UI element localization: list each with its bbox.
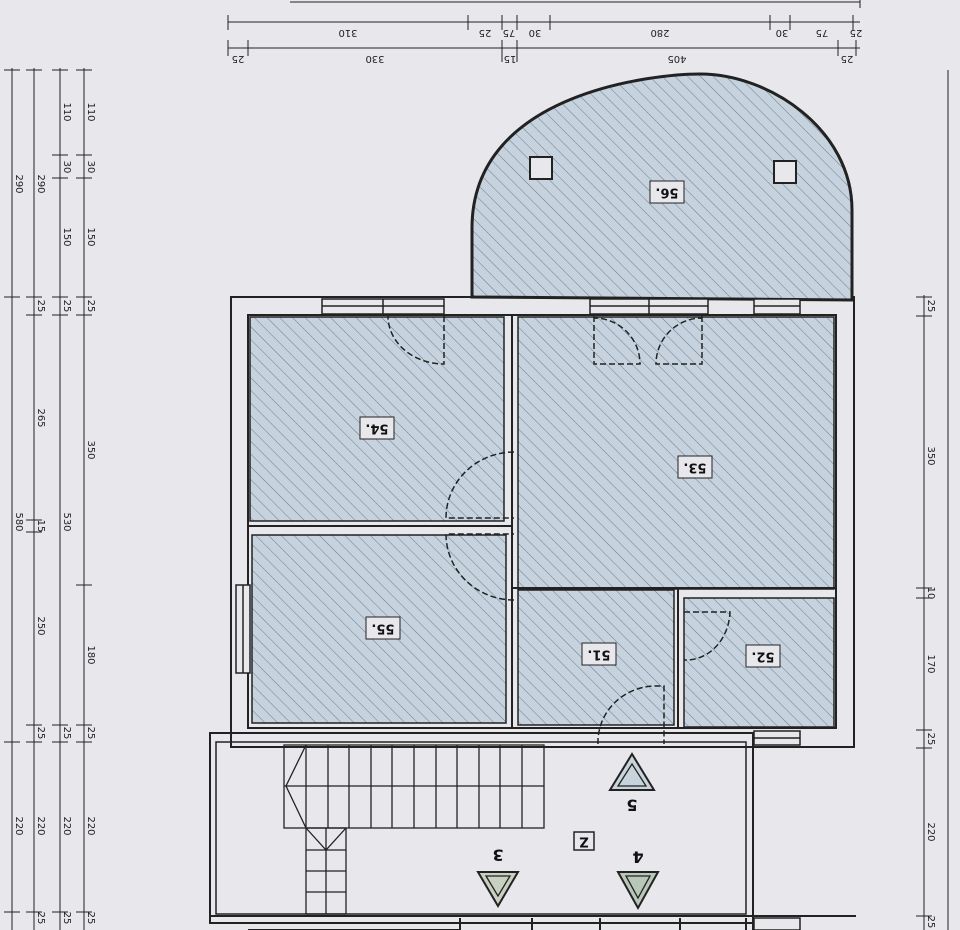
column-right (773, 160, 797, 184)
dim-left3-220: 220 (35, 816, 46, 835)
dim-top-310: 310 (338, 27, 357, 38)
dim-top-280: 280 (650, 27, 669, 38)
dim-top2-330: 330 (365, 53, 384, 64)
dim-left4-580: 580 (13, 512, 24, 531)
label-room-56: 56. (655, 185, 678, 200)
dim-left2-530: 530 (61, 512, 72, 531)
dim-top2-15: 15 (504, 53, 517, 64)
top-dimension-text: 310 25 75 30 280 30 75 25 25 330 15 405 … (232, 27, 863, 64)
right-dimension-lines (916, 70, 949, 930)
dim-left2-150: 150 (61, 227, 72, 246)
dim-left1-25b: 25 (85, 727, 96, 740)
dim-right-25b: 25 (925, 733, 936, 746)
dim-right-25a: 25 (925, 300, 936, 313)
dim-top-30a: 30 (529, 27, 542, 38)
marker-z-label: Z (579, 834, 588, 849)
windows-top (321, 298, 801, 315)
marker-5: 5 (608, 752, 656, 815)
dim-top-25a: 25 (479, 27, 492, 38)
dim-top2-25b: 25 (841, 53, 854, 64)
marker-5-label: 5 (626, 796, 637, 815)
doors (387, 315, 731, 745)
dim-right-170: 170 (925, 654, 936, 673)
dim-left3-290: 290 (35, 174, 46, 193)
dim-left1-150: 150 (85, 227, 96, 246)
dim-left1-25a: 25 (85, 300, 96, 313)
dim-left2-30: 30 (61, 161, 72, 174)
inner-walls (248, 315, 836, 728)
dim-left1-25c: 25 (85, 912, 96, 925)
dim-top-25b: 25 (850, 27, 863, 38)
dim-right-220: 220 (925, 822, 936, 841)
dim-left1-220: 220 (85, 816, 96, 835)
dim-left1-350: 350 (85, 440, 96, 459)
dim-top-75b: 75 (816, 27, 829, 38)
left-dimension-text: 110 30 150 25 350 180 25 220 25 110 30 1… (13, 102, 96, 924)
room-53-area (517, 316, 835, 590)
dim-top2-405: 405 (667, 53, 686, 64)
stair-steps (283, 744, 545, 915)
right-dimension-text: 25 350 10 170 25 220 25 (925, 300, 936, 929)
stairwell (209, 732, 856, 930)
top-dimension-lines (227, 0, 861, 62)
marker-3-label: 3 (492, 846, 503, 865)
window-left (235, 584, 251, 674)
dim-left1-30: 30 (85, 161, 96, 174)
marker-4: 4 (616, 848, 660, 911)
dim-left3-25c: 25 (35, 912, 46, 925)
dim-top-75a: 75 (503, 27, 516, 38)
dim-left4-290: 290 (13, 174, 24, 193)
dim-top-30b: 30 (776, 27, 789, 38)
dim-left2-220: 220 (61, 816, 72, 835)
label-room-51: 51. (587, 647, 610, 662)
label-room-52: 52. (751, 649, 774, 664)
marker-z: Z (573, 831, 595, 851)
bottom-wall-strip (248, 918, 747, 930)
dim-left3-25b: 25 (35, 727, 46, 740)
dim-left4-220: 220 (13, 816, 24, 835)
label-room-55: 55. (371, 621, 394, 636)
column-left (529, 156, 553, 180)
marker-4-label: 4 (632, 848, 643, 867)
dim-top2-25a: 25 (232, 53, 245, 64)
dim-left3-25a: 25 (35, 300, 46, 313)
dim-left2-25c: 25 (61, 912, 72, 925)
dim-left3-250: 250 (35, 616, 46, 635)
dim-left2-110: 110 (61, 102, 72, 121)
label-room-53: 53. (683, 460, 706, 475)
dim-right-350: 350 (925, 446, 936, 465)
marker-3: 3 (476, 846, 520, 908)
dim-left1-180: 180 (85, 645, 96, 664)
dim-left1-110: 110 (85, 102, 96, 121)
label-room-54: 54. (365, 421, 388, 436)
dim-left2-25a: 25 (61, 300, 72, 313)
dim-left3-15: 15 (35, 520, 46, 533)
dim-right-10: 10 (925, 587, 936, 600)
room-labels: 54. 53. 55. 51. 52. 56. (359, 180, 781, 668)
dim-left3-265: 265 (35, 408, 46, 427)
left-dimension-lines (4, 68, 92, 930)
dim-right-25c: 25 (925, 916, 936, 929)
dim-left2-25b: 25 (61, 727, 72, 740)
